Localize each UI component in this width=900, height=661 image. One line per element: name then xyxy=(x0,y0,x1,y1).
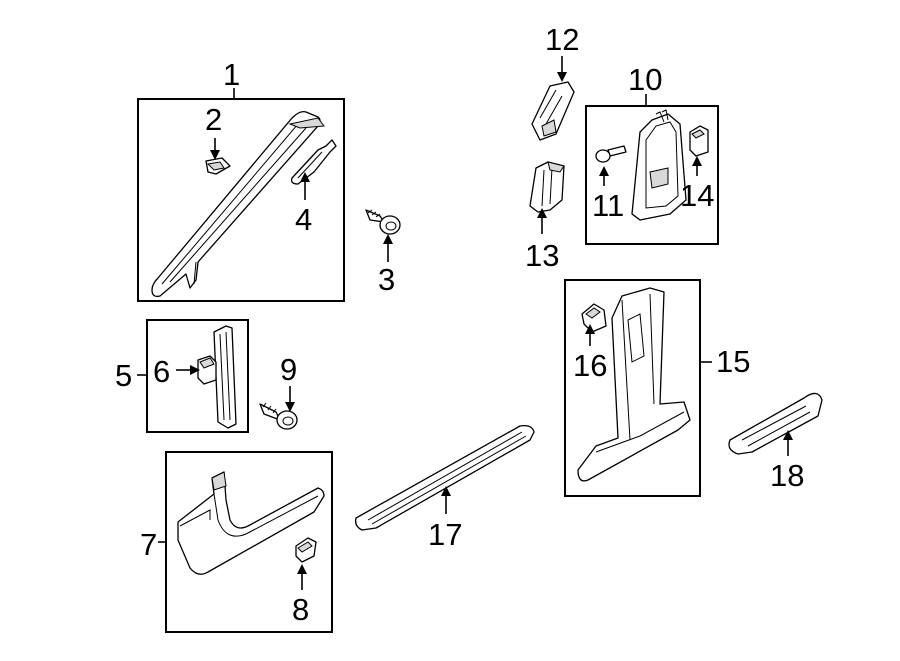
clip-part-16 xyxy=(581,303,607,333)
group-box-1 xyxy=(137,98,345,302)
callout-11: 11 xyxy=(592,188,624,223)
sill-plate-part-17 xyxy=(354,424,535,531)
callout-9: 9 xyxy=(280,352,297,387)
callout-6: 6 xyxy=(153,354,170,389)
callout-16: 16 xyxy=(573,348,607,383)
clip-part-14 xyxy=(689,125,709,157)
group-box-5 xyxy=(146,319,249,433)
bracket-part-12 xyxy=(531,81,575,141)
b-pillar-upper-trim-part-10 xyxy=(631,109,687,221)
b-pillar-lower-trim-part-15 xyxy=(577,287,691,482)
callout-18: 18 xyxy=(770,458,804,493)
scuff-plate-part-7 xyxy=(177,471,325,575)
callout-3: 3 xyxy=(378,262,395,297)
sill-plate-part-18 xyxy=(728,392,823,455)
callout-13: 13 xyxy=(525,238,559,273)
clip-part-6 xyxy=(197,355,217,385)
a-pillar-trim-part xyxy=(151,110,325,298)
callout-15: 15 xyxy=(716,344,750,379)
callout-17: 17 xyxy=(428,517,462,552)
screw-part-9 xyxy=(259,402,298,430)
callout-12: 12 xyxy=(545,22,579,57)
callout-14: 14 xyxy=(680,178,714,213)
callout-7: 7 xyxy=(140,527,157,562)
clip-part-2 xyxy=(205,157,231,175)
callout-8: 8 xyxy=(292,592,309,627)
group-box-15 xyxy=(564,279,701,497)
bracket-part-13 xyxy=(529,161,565,213)
clip-part-8 xyxy=(295,537,317,563)
callout-2: 2 xyxy=(205,102,222,137)
screw-part-3 xyxy=(365,209,401,235)
callout-10: 10 xyxy=(628,62,662,97)
callout-1: 1 xyxy=(223,57,240,92)
screw-part-11 xyxy=(595,145,627,163)
trim-strip-part-5 xyxy=(213,325,237,429)
callout-4: 4 xyxy=(295,202,312,237)
bracket-part-4 xyxy=(290,139,337,185)
group-box-10 xyxy=(585,105,719,245)
callout-5: 5 xyxy=(115,358,132,393)
